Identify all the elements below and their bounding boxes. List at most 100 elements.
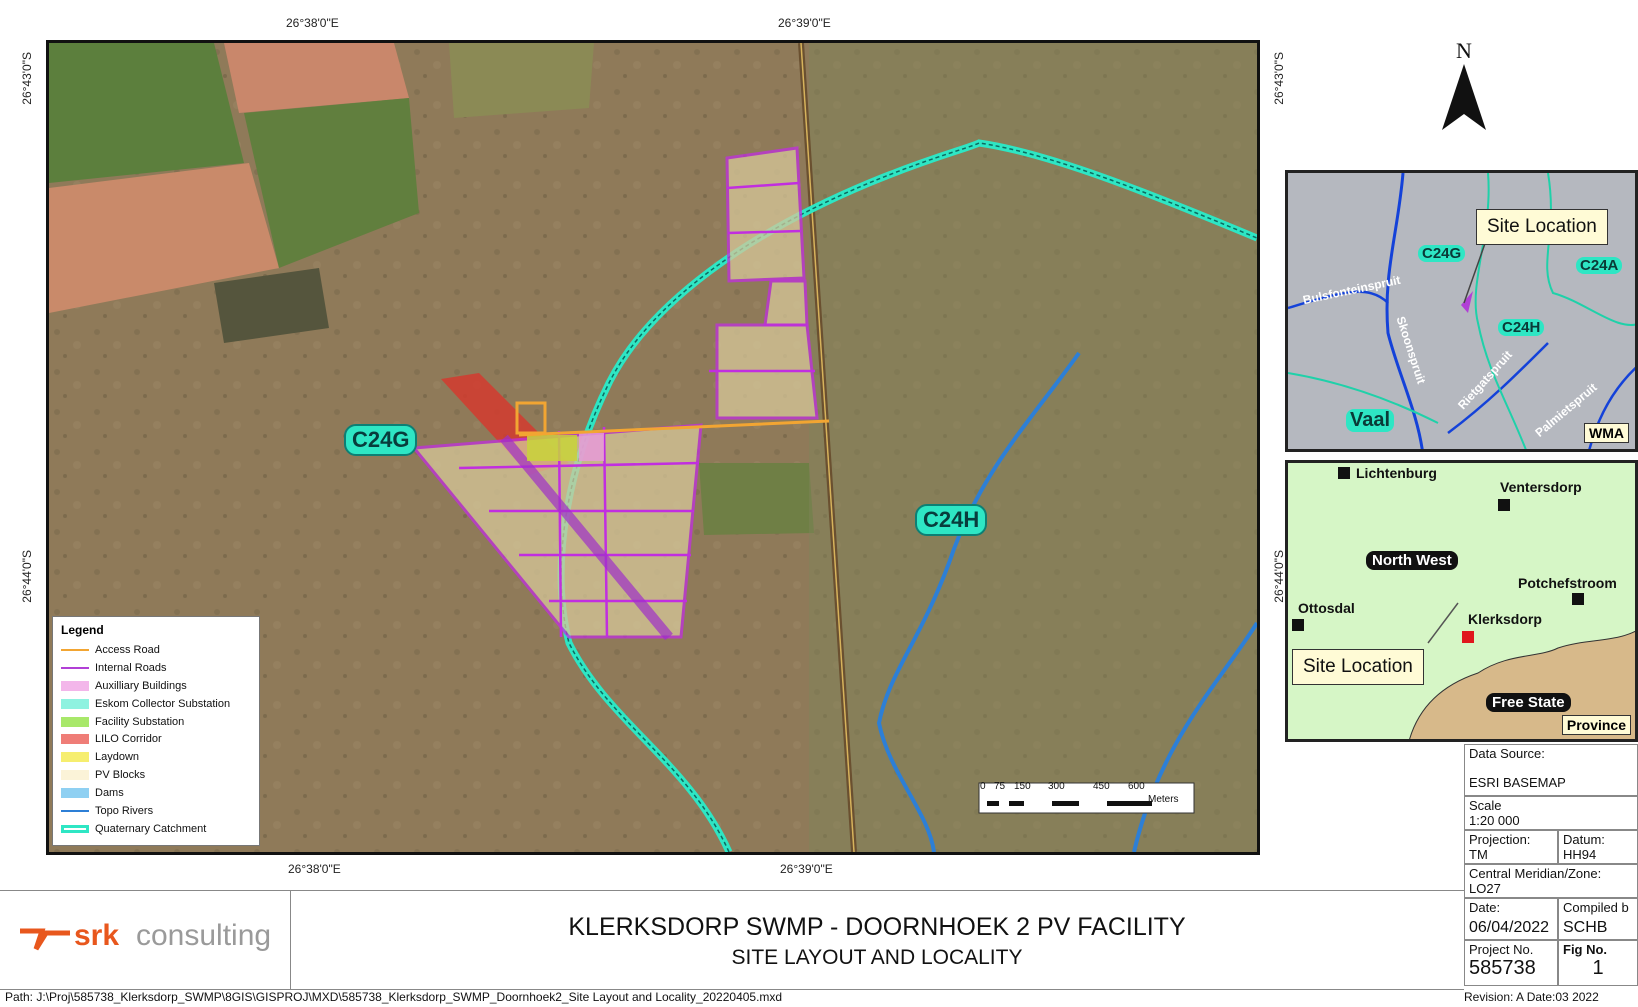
site-marker xyxy=(1462,631,1474,643)
legend-symbol xyxy=(61,788,89,799)
info-label: Compiled b xyxy=(1563,900,1629,915)
legend-item: Auxilliary Buildings xyxy=(61,677,251,695)
bushveld-east xyxy=(809,43,1257,852)
info-meridian: Central Meridian/Zone: LO27 xyxy=(1464,864,1638,898)
town-marker xyxy=(1292,619,1304,631)
legend-item: Quaternary Catchment xyxy=(61,820,251,838)
info-label: Data Source: xyxy=(1469,746,1545,761)
legend-item: Eskom Collector Substation xyxy=(61,695,251,713)
legend-label: Facility Substation xyxy=(95,715,185,728)
scale-tick: 450 xyxy=(1093,781,1110,792)
info-label: Project No. xyxy=(1469,942,1534,957)
legend-item: Dams xyxy=(61,784,251,802)
coord-bottom-left: 26°38'0"E xyxy=(288,862,341,876)
info-value: 06/04/2022 xyxy=(1469,919,1550,936)
scale-unit: Meters xyxy=(1148,794,1179,805)
tar-road-center xyxy=(800,43,855,852)
legend-label: Auxilliary Buildings xyxy=(95,679,187,692)
info-label: Date: xyxy=(1469,900,1501,915)
field-green-3 xyxy=(699,463,814,535)
inset-label-c24h: C24H xyxy=(1498,319,1545,336)
field-orchard xyxy=(214,268,329,343)
pv-block-north-2 xyxy=(763,279,809,327)
coord-left-top: 26°43'0"S xyxy=(20,52,34,105)
logo-srk-text: srk xyxy=(74,919,120,952)
access-road xyxy=(518,419,830,437)
info-value: 1:20 000 xyxy=(1469,813,1520,828)
legend-item: LILO Corridor xyxy=(61,730,251,748)
town-marker xyxy=(1572,593,1584,605)
inset-label-vaal: Vaal xyxy=(1346,409,1395,432)
info-label: Datum: xyxy=(1563,832,1605,847)
inset-label-c24a: C24A xyxy=(1576,257,1623,274)
legend-symbol xyxy=(61,680,89,691)
legend-label: Internal Roads xyxy=(95,661,167,674)
town-marker xyxy=(1338,467,1350,479)
info-label: Projection: xyxy=(1469,832,1531,847)
info-value: 585738 xyxy=(1469,957,1536,979)
north-label: N xyxy=(1456,38,1472,63)
region-label-north-west: North West xyxy=(1366,551,1458,570)
info-value: HH94 xyxy=(1563,847,1597,862)
legend-title: Legend xyxy=(61,623,104,637)
legend-symbol xyxy=(61,648,89,651)
town-label: Ventersdorp xyxy=(1500,479,1582,495)
legend-label: PV Blocks xyxy=(95,769,146,782)
north-arrow-icon xyxy=(1442,64,1486,130)
info-label: Central Meridian/Zone: xyxy=(1469,866,1602,881)
legend-label: LILO Corridor xyxy=(95,733,162,746)
srk-logo-icon xyxy=(20,928,70,951)
info-panel: Data Source: ESRI BASEMAP Scale 1:20 000… xyxy=(1464,744,1638,1007)
inset-province-callout: Site Location xyxy=(1292,649,1424,685)
town-label: Potchefstroom xyxy=(1518,575,1617,591)
coord-top-left: 26°38'0"E xyxy=(286,16,339,30)
info-scale: Scale 1:20 000 xyxy=(1464,796,1638,830)
info-value: SCHB xyxy=(1563,919,1608,936)
legend-symbol xyxy=(61,734,89,745)
inset-province-map[interactable]: Lichtenburg Ventersdorp Potchefstroom Ot… xyxy=(1285,460,1638,742)
legend-label: Topo Rivers xyxy=(95,804,154,817)
topo-river-1 xyxy=(876,351,1081,852)
logo-consulting-text: consulting xyxy=(136,919,272,952)
legend-item: Facility Substation xyxy=(61,713,251,731)
info-data-source: Data Source: ESRI BASEMAP xyxy=(1464,744,1638,796)
legend-label: Access Road xyxy=(95,643,160,656)
title-area: KLERKSDORP SWMP - DOORNHOEK 2 PV FACILIT… xyxy=(290,891,1464,989)
region-label-free-state: Free State xyxy=(1486,693,1571,712)
legend-label: Dams xyxy=(95,787,124,800)
field-pink-1 xyxy=(224,43,409,113)
logo-area: srk consulting xyxy=(0,891,291,989)
map-title: KLERKSDORP SWMP - DOORNHOEK 2 PV FACILIT… xyxy=(568,913,1186,941)
coord-top-right: 26°39'0"E xyxy=(778,16,831,30)
info-value: TM xyxy=(1469,847,1488,862)
field-pink-2 xyxy=(49,163,279,313)
scale-bar xyxy=(987,801,1152,806)
info-value: 1 xyxy=(1592,957,1604,979)
pv-block-north-1 xyxy=(725,146,806,283)
map-subtitle: SITE LAYOUT AND LOCALITY xyxy=(731,946,1023,969)
inset-wma-map[interactable]: Site Location C24G C24A C24H Bulsfontein… xyxy=(1285,170,1638,452)
scale-tick: 300 xyxy=(1048,781,1065,792)
scale-ticks: 0 75 150 300 450 600 Meters xyxy=(980,781,1200,805)
coord-left-bottom: 26°44'0"S xyxy=(20,550,34,603)
scale-tick: 75 xyxy=(994,781,1006,792)
scale-bar-box xyxy=(978,782,1195,814)
town-label: Ottosdal xyxy=(1298,600,1355,616)
info-projection: Projection: TM xyxy=(1464,830,1558,864)
info-date: Date: 06/04/2022 xyxy=(1464,898,1558,940)
info-label: Fig No. xyxy=(1563,942,1608,957)
internal-road-diagonal xyxy=(500,434,673,641)
file-path: Path: J:\Proj\585738_Klerksdorp_SWMP\8GI… xyxy=(5,990,783,1004)
auxilliary-buildings xyxy=(579,433,604,461)
legend-item: Access Road xyxy=(61,641,251,659)
info-compiled: Compiled b SCHB xyxy=(1558,898,1638,940)
legend-label: Eskom Collector Substation xyxy=(95,697,231,710)
laydown-area xyxy=(527,435,577,461)
field-green-2 xyxy=(244,98,419,268)
label-c24h: C24H xyxy=(915,504,988,536)
info-project: Project No. 585738 xyxy=(1464,940,1558,986)
scale-tick: 150 xyxy=(1014,781,1031,792)
north-arrow: N xyxy=(1440,38,1488,138)
legend-symbol xyxy=(61,770,89,781)
field-green-1 xyxy=(49,43,244,183)
